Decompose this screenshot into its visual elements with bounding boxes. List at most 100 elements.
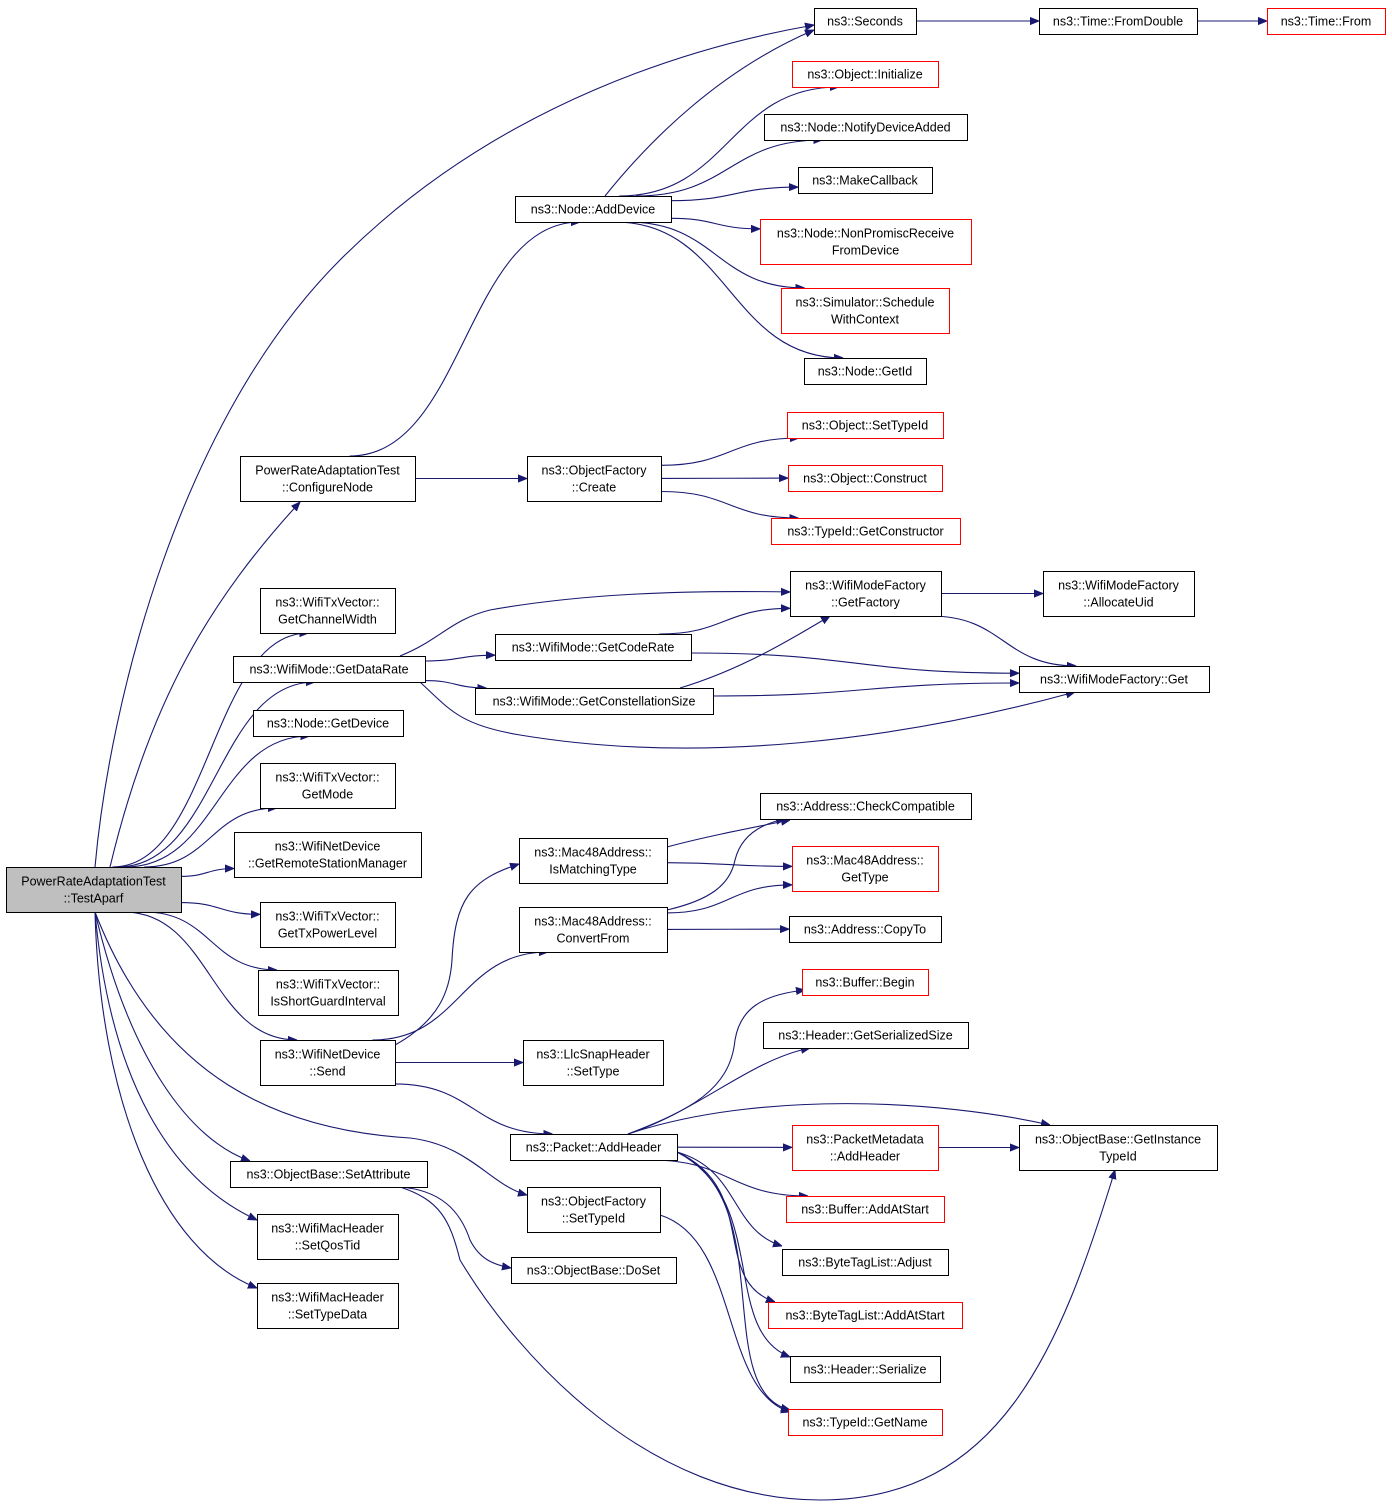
- node-wndsend[interactable]: ns3::WifiNetDevice::Send: [260, 1040, 396, 1086]
- node-label: ns3::Mac48Address::: [534, 846, 651, 860]
- edge-adddevice-to-nonpromisc: [670, 217, 760, 229]
- node-label: ns3::WifiNetDevice: [275, 840, 381, 854]
- node-gettxpower[interactable]: ns3::WifiTxVector::GetTxPowerLevel: [260, 902, 396, 948]
- node-label: ns3::Object::SetTypeId: [802, 419, 929, 433]
- node-m48gettype[interactable]: ns3::Mac48Address::GetType: [792, 846, 939, 892]
- node-addheader[interactable]: ns3::Packet::AddHeader: [510, 1134, 678, 1161]
- node-copyto[interactable]: ns3::Address::CopyTo: [789, 916, 942, 943]
- node-notifydev[interactable]: ns3::Node::NotifyDeviceAdded: [764, 114, 968, 141]
- node-bufbegin[interactable]: ns3::Buffer::Begin: [802, 969, 929, 996]
- node-isshortgi[interactable]: ns3::WifiTxVector::IsShortGuardInterval: [258, 970, 399, 1016]
- node-label: ::Send: [309, 1065, 345, 1079]
- edge-ofsettypeid-to-tidgetname: [659, 1214, 790, 1412]
- edge-ismatching-to-checkcompat: [666, 820, 790, 848]
- node-settypeid[interactable]: ns3::Object::SetTypeId: [787, 412, 944, 439]
- edge-addheader-to-bufaddstart: [650, 1159, 808, 1196]
- node-box: [475, 688, 714, 715]
- node-getrsm[interactable]: ns3::WifiNetDevice::GetRemoteStationMana…: [234, 832, 422, 878]
- node-configure[interactable]: PowerRateAdaptationTest::ConfigureNode: [240, 456, 416, 502]
- node-label: ns3::MakeCallback: [812, 174, 918, 188]
- node-nodegetdev[interactable]: ns3::Node::GetDevice: [253, 710, 404, 737]
- node-getctor[interactable]: ns3::TypeId::GetConstructor: [771, 518, 961, 545]
- node-llcsettype[interactable]: ns3::LlcSnapHeader::SetType: [523, 1040, 664, 1086]
- node-settypedata[interactable]: ns3::WifiMacHeader::SetTypeData: [257, 1283, 399, 1329]
- node-convertfrom[interactable]: ns3::Mac48Address::ConvertFrom: [519, 907, 668, 953]
- node-timefrom[interactable]: ns3::Time::From: [1267, 8, 1386, 35]
- node-getchw[interactable]: ns3::WifiTxVector::GetChannelWidth: [260, 588, 396, 634]
- node-bufaddstart[interactable]: ns3::Buffer::AddAtStart: [786, 1196, 945, 1223]
- node-label: ns3::WifiMode::GetDataRate: [249, 663, 408, 677]
- node-box: [814, 8, 917, 35]
- node-wmfget[interactable]: ns3::WifiModeFactory::Get: [1019, 666, 1210, 693]
- node-tidgetname[interactable]: ns3::TypeId::GetName: [788, 1409, 943, 1436]
- edge-getdatarate-to-wmfget: [419, 681, 1075, 749]
- node-label: ns3::TypeId::GetName: [802, 1416, 927, 1430]
- node-label: ns3::WifiModeFactory: [1058, 579, 1180, 593]
- node-objinit[interactable]: ns3::Object::Initialize: [792, 61, 939, 88]
- node-box: [1043, 571, 1195, 617]
- node-pmaddheader[interactable]: ns3::PacketMetadata::AddHeader: [792, 1125, 939, 1171]
- node-box: [782, 1249, 949, 1276]
- node-label: ns3::WifiTxVector::: [275, 596, 379, 610]
- edge-adddevice-to-seconds: [604, 29, 814, 197]
- node-box: [510, 1134, 678, 1161]
- node-label: ns3::WifiMacHeader: [271, 1222, 384, 1236]
- node-checkcompat[interactable]: ns3::Address::CheckCompatible: [760, 793, 972, 820]
- node-label: GetChannelWidth: [278, 613, 377, 627]
- node-getmode[interactable]: ns3::WifiTxVector::GetMode: [260, 763, 396, 809]
- node-setattr[interactable]: ns3::ObjectBase::SetAttribute: [230, 1161, 428, 1188]
- edges-layer: [94, 21, 1267, 1501]
- node-root: PowerRateAdaptationTest::TestAparf: [6, 867, 182, 913]
- edge-getcoderate-to-wmfgetfactory: [659, 608, 790, 635]
- node-box: [260, 1040, 396, 1086]
- node-box: [257, 1214, 399, 1260]
- node-ismatching[interactable]: ns3::Mac48Address::IsMatchingType: [519, 838, 668, 884]
- edge-root-to-getdatarate: [117, 682, 316, 868]
- edge-getconst-to-wmfgetfactory: [679, 616, 830, 689]
- node-label: ns3::Mac48Address::: [534, 915, 651, 929]
- node-construct[interactable]: ns3::Object::Construct: [788, 465, 943, 492]
- node-getdatarate[interactable]: ns3::WifiMode::GetDataRate: [233, 656, 426, 683]
- node-hdrgetsize[interactable]: ns3::Header::GetSerializedSize: [763, 1022, 969, 1049]
- node-label: ns3::ObjectBase::SetAttribute: [247, 1168, 411, 1182]
- node-btladdstart[interactable]: ns3::ByteTagList::AddAtStart: [768, 1302, 963, 1329]
- node-getconst[interactable]: ns3::WifiMode::GetConstellationSize: [475, 688, 714, 715]
- node-box: [1019, 1125, 1218, 1171]
- edge-ofcreate-to-settypeid: [660, 438, 799, 466]
- node-getcoderate[interactable]: ns3::WifiMode::GetCodeRate: [495, 634, 692, 661]
- node-adddevice[interactable]: ns3::Node::AddDevice: [515, 196, 672, 223]
- node-setqostid[interactable]: ns3::WifiMacHeader::SetQosTid: [257, 1214, 399, 1260]
- node-makecb[interactable]: ns3::MakeCallback: [798, 167, 933, 194]
- node-doset[interactable]: ns3::ObjectBase::DoSet: [511, 1257, 677, 1284]
- node-box: [230, 1161, 428, 1188]
- node-label: ns3::Buffer::Begin: [815, 976, 914, 990]
- node-allocuid[interactable]: ns3::WifiModeFactory::AllocateUid: [1043, 571, 1195, 617]
- node-ofsettypeid[interactable]: ns3::ObjectFactory::SetTypeId: [527, 1187, 661, 1233]
- node-box: [789, 916, 942, 943]
- edge-setattr-to-doset: [399, 1186, 511, 1268]
- node-label: GetMode: [302, 788, 353, 802]
- node-box: [495, 634, 692, 661]
- node-label: ns3::WifiModeFactory::Get: [1040, 673, 1188, 687]
- node-box: [260, 588, 396, 634]
- node-hdrserialize[interactable]: ns3::Header::Serialize: [790, 1356, 941, 1383]
- edge-root-to-isshortgi: [144, 911, 277, 970]
- node-label: WithContext: [831, 313, 900, 327]
- node-fromdouble[interactable]: ns3::Time::FromDouble: [1039, 8, 1198, 35]
- node-label: TypeId: [1099, 1150, 1137, 1164]
- node-ofcreate[interactable]: ns3::ObjectFactory::Create: [527, 456, 662, 502]
- node-btladjust[interactable]: ns3::ByteTagList::Adjust: [782, 1249, 949, 1276]
- node-box: [258, 970, 399, 1016]
- node-label: IsShortGuardInterval: [270, 995, 385, 1009]
- node-seconds[interactable]: ns3::Seconds: [814, 8, 917, 35]
- node-label: ns3::Header::Serialize: [804, 1363, 927, 1377]
- node-box: [234, 832, 422, 878]
- node-wmfgetfactory[interactable]: ns3::WifiModeFactory::GetFactory: [790, 571, 942, 617]
- node-label: ns3::WifiTxVector::: [275, 771, 379, 785]
- node-nodegetid[interactable]: ns3::Node::GetId: [804, 358, 927, 385]
- node-box: [792, 846, 939, 892]
- edge-addheader-to-tidgetname: [676, 1151, 790, 1410]
